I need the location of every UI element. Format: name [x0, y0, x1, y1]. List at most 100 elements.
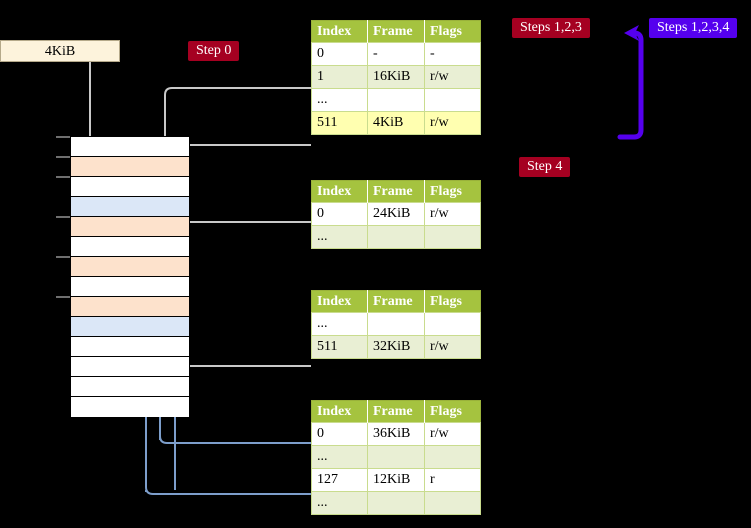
table-cell-index: 1 — [311, 65, 368, 89]
table-cell-frame: 36KiB — [367, 422, 425, 446]
memory-tick — [56, 156, 70, 158]
memory-row — [71, 357, 189, 377]
memory-row — [71, 257, 189, 277]
table-row: 0-- — [311, 42, 481, 66]
table-cell-index: 511 — [311, 111, 368, 135]
column-header-flags: Flags — [424, 180, 481, 203]
table-cell-frame — [367, 88, 425, 112]
table-cell-flags — [424, 225, 481, 249]
column-header-index: Index — [311, 400, 368, 423]
table-cell-flags: r/w — [424, 335, 481, 359]
violet-bracket — [617, 25, 644, 140]
table-cell-index: 127 — [311, 468, 368, 492]
table-row: ... — [311, 225, 481, 249]
table-cell-frame — [367, 445, 425, 469]
column-header-index: Index — [311, 290, 368, 313]
table-cell-index: ... — [311, 491, 368, 515]
table-cell-flags — [424, 88, 481, 112]
connector-table3-row0 — [159, 416, 311, 444]
table-row: ... — [311, 88, 481, 112]
badge-step-0: Step 0 — [188, 41, 240, 61]
table-cell-index: 511 — [311, 335, 368, 359]
memory-row — [71, 297, 189, 317]
badge-steps-123: Steps 1,2,3 — [512, 18, 590, 38]
badge-step-4: Step 4 — [519, 157, 571, 177]
table-cell-index: 0 — [311, 202, 368, 226]
table-cell-flags: r/w — [424, 111, 481, 135]
memory-row — [71, 277, 189, 297]
table-cell-frame: 12KiB — [367, 468, 425, 492]
memory-row — [71, 137, 189, 157]
column-header-index: Index — [311, 20, 368, 43]
column-header-frame: Frame — [367, 290, 425, 313]
table-cell-flags: r/w — [424, 422, 481, 446]
memory-tick — [56, 296, 70, 298]
table-row: ... — [311, 445, 481, 469]
table-cell-index: ... — [311, 88, 368, 112]
table-cell-index: 0 — [311, 42, 368, 66]
column-header-frame: Frame — [367, 20, 425, 43]
table-cell-flags — [424, 491, 481, 515]
table-cell-flags: r/w — [424, 202, 481, 226]
connector-table0-row511 — [166, 144, 311, 160]
table-cell-flags — [424, 445, 481, 469]
memory-tick — [56, 176, 70, 178]
table-cell-frame: 24KiB — [367, 202, 425, 226]
column-header-flags: Flags — [424, 400, 481, 423]
memory-tick — [56, 216, 70, 218]
table-cell-index: 0 — [311, 422, 368, 446]
memory-row — [71, 337, 189, 357]
table-cell-frame: 32KiB — [367, 335, 425, 359]
memory-row — [71, 377, 189, 397]
memory-row — [71, 397, 189, 417]
table-cell-frame — [367, 225, 425, 249]
memory-row — [71, 317, 189, 337]
connector-table3-row127 — [145, 416, 311, 495]
memory-row — [71, 177, 189, 197]
memory-tick — [56, 136, 70, 138]
table-cell-frame: 16KiB — [367, 65, 425, 89]
table-cell-index: ... — [311, 225, 368, 249]
memory-column — [70, 136, 190, 417]
table-cell-flags: - — [424, 42, 481, 66]
table-cell-frame: - — [367, 42, 425, 66]
table-cell-flags: r/w — [424, 65, 481, 89]
badge-steps-1234: Steps 1,2,3,4 — [649, 18, 738, 38]
table-cell-index: ... — [311, 312, 368, 336]
column-header-frame: Frame — [367, 400, 425, 423]
memory-tick — [56, 256, 70, 258]
table-cell-index: ... — [311, 445, 368, 469]
table-cell-frame — [367, 491, 425, 515]
memory-row — [71, 217, 189, 237]
connector-table2-row511 — [173, 308, 311, 367]
memory-row — [71, 197, 189, 217]
column-header-index: Index — [311, 180, 368, 203]
size-callout-4kib: 4KiB — [0, 40, 120, 62]
table-row: ... — [311, 491, 481, 515]
table-cell-flags — [424, 312, 481, 336]
column-header-flags: Flags — [424, 290, 481, 313]
memory-row — [71, 157, 189, 177]
column-header-flags: Flags — [424, 20, 481, 43]
table-row: ... — [311, 312, 481, 336]
table-cell-frame: 4KiB — [367, 111, 425, 135]
memory-row — [71, 237, 189, 257]
column-header-frame: Frame — [367, 180, 425, 203]
table-cell-frame — [367, 312, 425, 336]
connector-table1-row0 — [173, 221, 311, 260]
table-cell-flags: r — [424, 468, 481, 492]
